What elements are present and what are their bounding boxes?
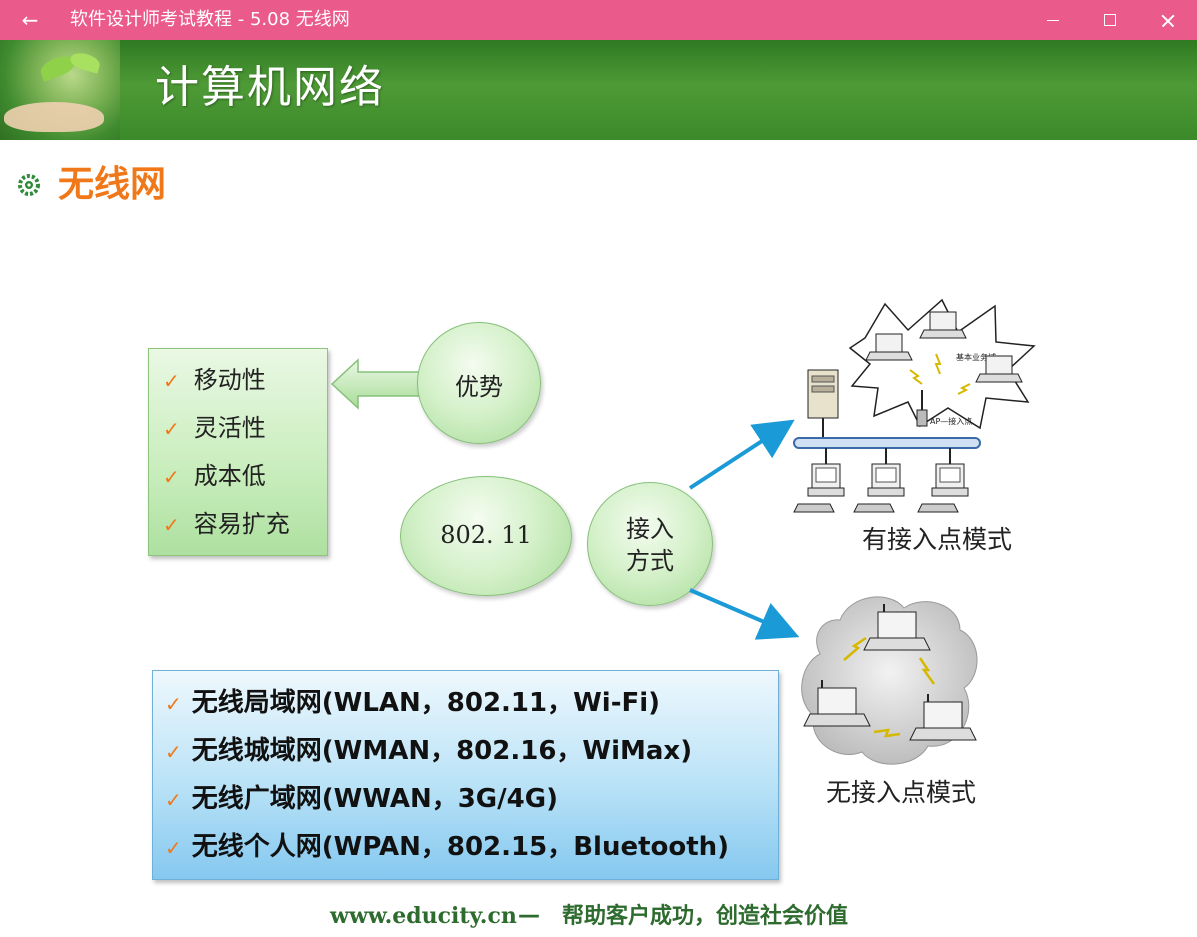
check-icon: ✓: [163, 513, 180, 537]
wireless-type-item: ✓无线个人网(WPAN，802.15，Bluetooth): [165, 832, 730, 862]
window-title: 软件设计师考试教程 - 5.08 无线网: [70, 9, 350, 30]
wireless-type-item: ✓无线城域网(WMAN，802.16，WiMax): [165, 736, 693, 766]
laptop-icon: [863, 604, 931, 651]
desktop-computer-icon: [917, 448, 969, 513]
check-icon: ✓: [165, 836, 182, 860]
signal-icon: [934, 353, 942, 375]
maximize-button[interactable]: [1093, 6, 1127, 34]
signal-icon: [873, 728, 901, 738]
standard-oval: 802. 11: [400, 476, 572, 596]
adhoc-mode-diagram: [801, 596, 978, 765]
ap-mode-diagram: 基本业务域 AP—接入点: [793, 298, 1036, 513]
footer-slogan: 帮助客户成功，创造社会价值: [562, 903, 849, 929]
check-icon: ✓: [165, 740, 182, 764]
laptop-icon: [803, 680, 871, 727]
sprout-in-hands-image: [0, 40, 120, 140]
signal-icon: [843, 636, 867, 661]
arrow-to-ap-mode: [688, 419, 795, 490]
wireless-type-item: ✓无线局域网(WLAN，802.11，Wi-Fi): [165, 688, 661, 718]
check-icon: ✓: [163, 369, 180, 393]
banner-heading: 计算机网络: [155, 62, 385, 113]
arrow-to-adhoc-mode: [689, 588, 800, 640]
advantage-item: ✓容易扩充: [163, 510, 290, 538]
advantages-box: ✓移动性 ✓灵活性 ✓成本低 ✓容易扩充: [148, 348, 328, 556]
advantage-item: ✓灵活性: [163, 414, 266, 442]
minimize-button[interactable]: [1036, 6, 1070, 34]
access-arrows: [688, 419, 800, 640]
wireless-types-box: ✓无线局域网(WLAN，802.11，Wi-Fi) ✓无线城域网(WMAN，80…: [152, 670, 779, 880]
check-icon: ✓: [165, 692, 182, 716]
access-method-oval: 接入 方式: [587, 482, 713, 606]
desktop-computer-icon: [853, 448, 905, 513]
back-arrow-icon[interactable]: ←: [21, 8, 39, 32]
ap-label: AP—接入点: [930, 416, 972, 426]
signal-icon: [918, 657, 936, 685]
footer-url: www.educity.cn: [330, 903, 517, 929]
server-icon: [807, 369, 839, 440]
ap-mode-caption: 有接入点模式: [862, 525, 1013, 554]
bss-burst-shape: [848, 298, 1036, 430]
slide-banner: 计算机网络: [0, 40, 1197, 140]
laptop-icon: [865, 333, 913, 361]
footer-separator: —: [518, 903, 540, 928]
signal-icon: [909, 369, 923, 385]
access-point-icon: [916, 390, 928, 427]
network-bus: [793, 437, 981, 449]
flower-bullet-icon: [18, 174, 40, 196]
bss-label: 基本业务域: [956, 352, 996, 362]
advantages-oval: 优势: [417, 322, 541, 444]
check-icon: ✓: [163, 465, 180, 489]
laptop-icon: [975, 355, 1023, 383]
laptop-icon: [909, 694, 977, 741]
left-arrow-icon: [330, 358, 421, 410]
desktop-computer-icon: [793, 448, 845, 513]
advantage-item: ✓移动性: [163, 366, 266, 394]
close-button[interactable]: [1151, 6, 1185, 34]
section-title: 无线网: [58, 163, 167, 205]
wireless-type-item: ✓无线广域网(WWAN，3G/4G): [165, 784, 558, 814]
advantage-item: ✓成本低: [163, 462, 266, 490]
check-icon: ✓: [165, 788, 182, 812]
window-title-bar: ← 软件设计师考试教程 - 5.08 无线网: [0, 0, 1197, 40]
signal-icon: [957, 383, 971, 395]
adhoc-mode-caption: 无接入点模式: [826, 778, 977, 807]
laptop-icon: [919, 311, 967, 339]
check-icon: ✓: [163, 417, 180, 441]
